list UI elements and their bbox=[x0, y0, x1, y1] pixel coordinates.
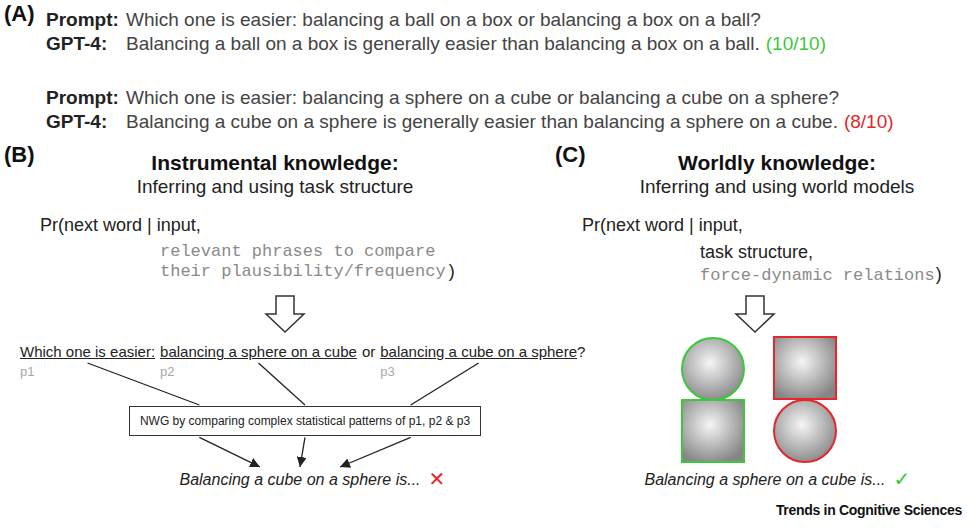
hollow-arrow bbox=[736, 296, 774, 332]
sentence-word: ? bbox=[577, 343, 585, 361]
score: (10/10) bbox=[766, 33, 826, 56]
sentence-phrase: Which one is easier: bbox=[20, 343, 155, 361]
sentence-phrase: balancing a sphere on a cube bbox=[160, 343, 357, 361]
panel-title: Instrumental knowledge: bbox=[151, 150, 398, 175]
sphere-shape bbox=[774, 400, 836, 462]
speaker-label: Prompt: bbox=[46, 9, 119, 32]
speaker-label: Prompt: bbox=[46, 87, 119, 110]
leader-line bbox=[411, 363, 479, 405]
score: (8/10) bbox=[844, 111, 894, 134]
panel-letter: (A) bbox=[4, 1, 35, 27]
leader-line bbox=[258, 363, 305, 405]
panel-title: Worldly knowledge: bbox=[678, 150, 876, 175]
process-box: NWG by comparing complex statistical pat… bbox=[129, 406, 481, 436]
response-text: Balancing a cube on a sphere is generall… bbox=[126, 111, 838, 134]
hollow-arrow bbox=[266, 296, 304, 332]
formula-text: Pr(next word | input, bbox=[582, 215, 743, 237]
speaker-label: GPT-4: bbox=[46, 111, 107, 134]
leader-line bbox=[88, 363, 200, 405]
formula-variable: relevant phrases to compare their plausi… bbox=[160, 242, 448, 283]
output-text: Balancing a sphere on a cube is... bbox=[644, 470, 885, 489]
sphere-shape bbox=[682, 338, 744, 400]
leader-line bbox=[199, 437, 260, 467]
phrase-index: p3 bbox=[380, 364, 394, 380]
output-text: Balancing a cube on a sphere is... bbox=[179, 470, 420, 489]
verdict-mark: ✓ bbox=[894, 467, 911, 491]
response-text: Balancing a ball on a box is generally e… bbox=[126, 33, 760, 56]
speaker-label: GPT-4: bbox=[46, 33, 107, 56]
prompt-text: Which one is easier: balancing a ball on… bbox=[126, 9, 761, 32]
cube-shape bbox=[774, 337, 836, 399]
panel-letter: (C) bbox=[555, 142, 586, 168]
phrase-index: p2 bbox=[160, 364, 174, 380]
paren: ) bbox=[936, 264, 942, 286]
formula-text: task structure, bbox=[700, 242, 813, 264]
box-text: NWG by comparing complex statistical pat… bbox=[140, 414, 470, 428]
panel-subtitle: Inferring and using task structure bbox=[137, 176, 414, 199]
leader-line bbox=[300, 437, 305, 467]
formula-variable: force-dynamic relations bbox=[700, 266, 935, 286]
cube-shape bbox=[682, 400, 744, 462]
prompt-text: Which one is easier: balancing a sphere … bbox=[126, 87, 839, 110]
sentence-word: or bbox=[362, 343, 375, 361]
panel-subtitle: Inferring and using world models bbox=[640, 176, 915, 199]
journal-brand: Trends in Cognitive Sciences bbox=[776, 502, 962, 519]
panel-letter: (B) bbox=[4, 142, 35, 168]
phrase-index: p1 bbox=[20, 364, 34, 380]
verdict-mark: ✕ bbox=[429, 467, 446, 491]
formula-text: Pr(next word | input, bbox=[40, 215, 201, 237]
sentence-phrase: balancing a cube on a sphere bbox=[380, 343, 577, 361]
leader-line bbox=[340, 437, 411, 467]
paren: ) bbox=[449, 261, 455, 283]
